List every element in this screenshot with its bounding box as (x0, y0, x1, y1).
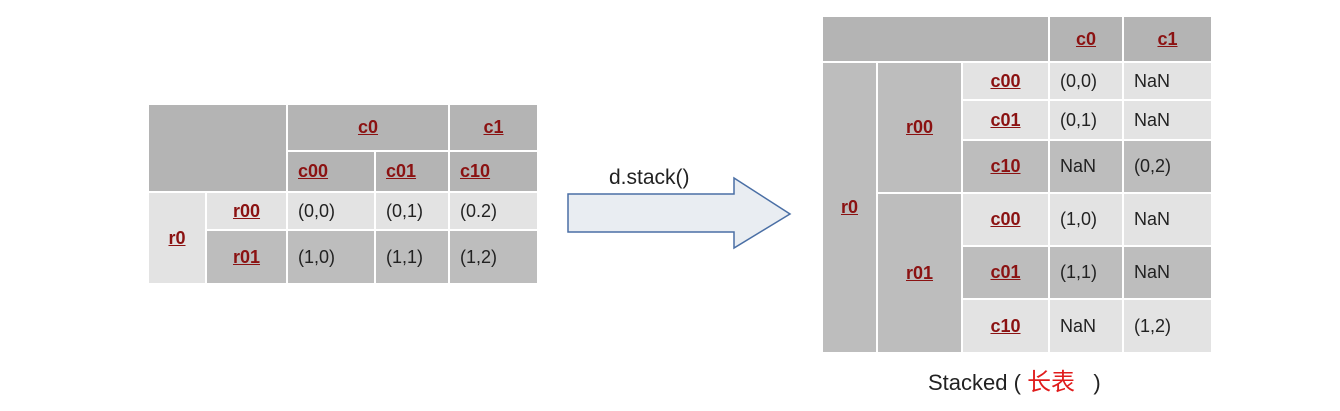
right-cell: NaN (1124, 63, 1211, 99)
arrow-label: d.stack() (609, 166, 690, 189)
caption-prefix: Stacked ( (928, 370, 1021, 395)
right-col-header-c1: c1 (1124, 17, 1211, 61)
left-subcol-header-c00: c00 (288, 152, 374, 191)
left-col-header-c0: c0 (288, 105, 448, 150)
right-cell: NaN (1050, 300, 1122, 352)
right-cell: (1,2) (1124, 300, 1211, 352)
left-cell: (1,2) (450, 231, 537, 283)
right-cell: NaN (1124, 194, 1211, 245)
right-row-header-r0: r0 (823, 63, 876, 352)
right-row-header-r01: r01 (878, 194, 961, 352)
caption: Stacked ( 长表 ) (928, 362, 1101, 397)
left-row-header-r01: r01 (207, 231, 286, 283)
right-cell: (0,0) (1050, 63, 1122, 99)
right-table: c0 c1 r0 r00 r01 c00 (0,0) NaN c01 (0,1)… (823, 17, 1211, 352)
right-subrow-header-c00: c00 (963, 194, 1048, 245)
right-col-header-c0: c0 (1050, 17, 1122, 61)
left-row-header-r00: r00 (207, 193, 286, 229)
left-row-header-r0: r0 (149, 193, 205, 283)
left-cell: (0,0) (288, 193, 374, 229)
right-cell: NaN (1050, 141, 1122, 192)
left-subcol-header-c10: c10 (450, 152, 537, 191)
right-cell: (0,2) (1124, 141, 1211, 192)
right-cell: NaN (1124, 101, 1211, 139)
left-table: c0 c1 c00 c01 c10 r0 r00 (0,0) (0,1) (0.… (149, 105, 537, 283)
right-cell: (0,1) (1050, 101, 1122, 139)
right-subrow-header-c01: c01 (963, 101, 1048, 139)
right-subrow-header-c01: c01 (963, 247, 1048, 298)
caption-suffix: ) (1093, 370, 1101, 395)
left-cell: (1,0) (288, 231, 374, 283)
right-cell: NaN (1124, 247, 1211, 298)
right-subrow-header-c00: c00 (963, 63, 1048, 99)
arrow-right-icon (567, 176, 792, 250)
left-col-header-c1: c1 (450, 105, 537, 150)
left-header-corner (149, 105, 286, 191)
caption-highlight: 长表 (1027, 368, 1076, 396)
right-row-header-r00: r00 (878, 63, 961, 192)
right-cell: (1,1) (1050, 247, 1122, 298)
left-cell: (0.2) (450, 193, 537, 229)
right-subrow-header-c10: c10 (963, 300, 1048, 352)
left-subcol-header-c01: c01 (376, 152, 448, 191)
right-header-corner (823, 17, 1048, 61)
right-subrow-header-c10: c10 (963, 141, 1048, 192)
left-cell: (0,1) (376, 193, 448, 229)
left-cell: (1,1) (376, 231, 448, 283)
right-cell: (1,0) (1050, 194, 1122, 245)
